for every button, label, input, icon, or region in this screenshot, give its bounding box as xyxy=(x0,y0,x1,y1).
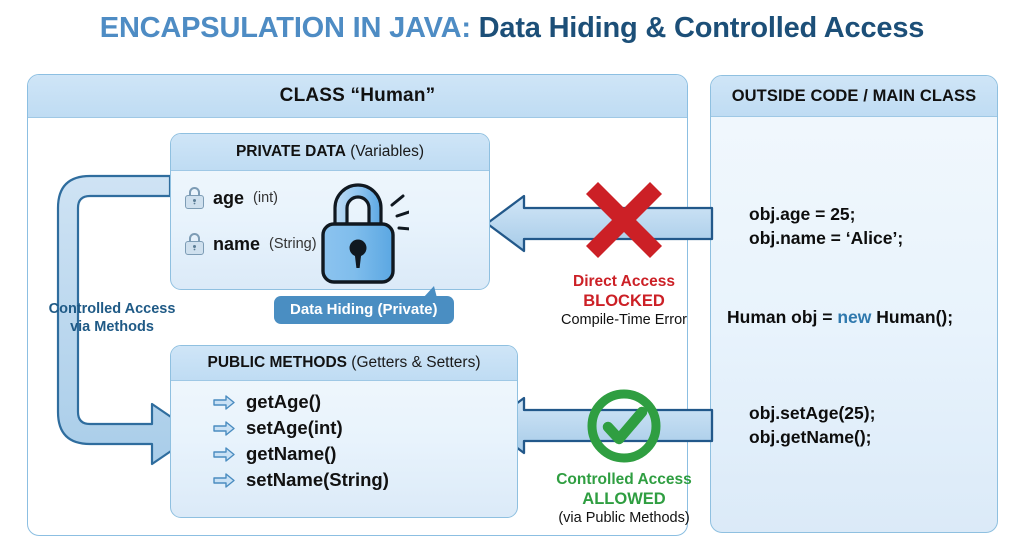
private-field-age: age (int) xyxy=(185,187,278,209)
private-field-age-type: (int) xyxy=(253,190,279,206)
allowed-line1: Controlled Access xyxy=(556,471,692,488)
lock-icon xyxy=(185,233,204,255)
method-get-name: getName() xyxy=(246,443,337,464)
code-obj-name: obj.name = ‘Alice’; xyxy=(749,228,904,248)
page-title-part2: Data Hiding & Controlled Access xyxy=(470,12,925,44)
blocked-line3: Compile-Time Error xyxy=(561,312,687,328)
blocked-line2: BLOCKED xyxy=(583,292,665,310)
public-methods-panel: PUBLIC METHODS (Getters & Setters) getAg… xyxy=(170,345,518,518)
private-data-header-sub: (Variables) xyxy=(345,143,425,160)
code-obj-setage: obj.setAge(25); xyxy=(749,403,876,423)
controlled-access-line1: Controlled Access xyxy=(48,301,176,317)
lock-icon xyxy=(185,187,204,209)
class-panel-header: CLASS “Human” xyxy=(28,75,687,118)
page-title-part1: ENCAPSULATION IN JAVA: xyxy=(99,12,471,44)
page-title: ENCAPSULATION IN JAVA: Data Hiding & Con… xyxy=(0,12,1024,45)
allowed-status-block: Controlled Access ALLOWED (via Public Me… xyxy=(534,470,714,528)
method-set-age: setAge(int) xyxy=(246,417,343,438)
method-get-age: getAge() xyxy=(246,391,322,412)
data-hiding-callout: Data Hiding (Private) xyxy=(274,286,454,324)
right-arrow-icon xyxy=(213,394,235,410)
blocked-status-block: Direct Access BLOCKED Compile-Time Error xyxy=(534,272,714,330)
private-field-name-name: name xyxy=(213,233,261,254)
method-row: setName(String) xyxy=(213,467,517,493)
code-instantiation: Human obj = new Human(); xyxy=(727,307,953,328)
allowed-line2: ALLOWED xyxy=(582,490,666,508)
allowed-line3: (via Public Methods) xyxy=(558,510,690,526)
private-field-age-name: age xyxy=(213,187,245,208)
public-methods-header-sub: (Getters & Setters) xyxy=(346,354,481,371)
code-instantiation-after: Human(); xyxy=(871,307,954,327)
method-row: getAge() xyxy=(213,389,517,415)
controlled-access-line2: via Methods xyxy=(70,319,154,335)
right-arrow-icon xyxy=(213,472,235,488)
code-instantiation-before: Human obj = xyxy=(727,307,838,327)
private-field-name-type: (String) xyxy=(269,236,317,252)
methods-list: getAge() setAge(int) getName() setName(S… xyxy=(171,381,517,493)
public-methods-header: PUBLIC METHODS (Getters & Setters) xyxy=(171,346,517,381)
code-keyword-new: new xyxy=(837,307,872,327)
private-field-name: name (String) xyxy=(185,233,317,255)
public-methods-header-bold: PUBLIC METHODS xyxy=(207,354,347,371)
right-arrow-icon xyxy=(213,420,235,436)
private-data-panel: PRIVATE DATA (Variables) age (int) name … xyxy=(170,133,490,290)
controlled-access-label: Controlled Access via Methods xyxy=(32,300,192,336)
padlock-icon xyxy=(321,183,409,284)
code-obj-age: obj.age = 25; xyxy=(749,204,856,224)
code-obj-getname: obj.getName(); xyxy=(749,427,872,447)
private-data-body: age (int) name (String) xyxy=(171,171,489,289)
right-arrow-icon xyxy=(213,446,235,462)
method-row: getName() xyxy=(213,441,517,467)
private-data-header: PRIVATE DATA (Variables) xyxy=(171,134,489,171)
method-set-name: setName(String) xyxy=(246,469,389,490)
blocked-line1: Direct Access xyxy=(573,273,675,290)
outside-code-header: OUTSIDE CODE / MAIN CLASS xyxy=(711,76,997,117)
method-row: setAge(int) xyxy=(213,415,517,441)
private-data-header-bold: PRIVATE DATA xyxy=(235,143,346,160)
outside-code-panel: OUTSIDE CODE / MAIN CLASS obj.age = 25; … xyxy=(710,75,998,533)
